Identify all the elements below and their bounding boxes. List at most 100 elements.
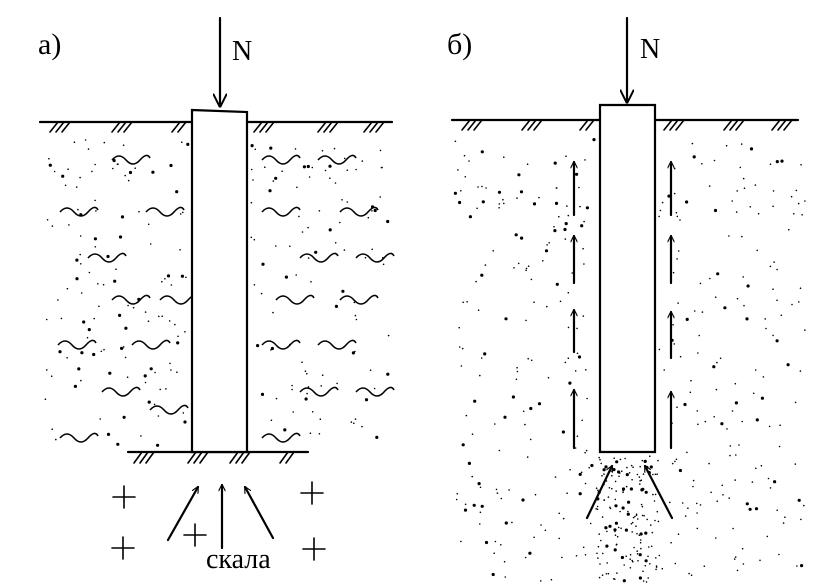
soil-dot [559,300,562,303]
soil-dot [583,220,585,223]
soil-dot [253,238,256,241]
soil-dot [602,468,606,472]
soil-dot [652,473,654,476]
soil-dot [170,369,172,371]
clay-wave [101,386,141,397]
soil-dot [601,475,603,477]
clay-wave [59,206,99,217]
soil-dot [775,160,779,164]
soil-dot [375,435,379,439]
soil-dot [127,304,129,307]
soil-dot [617,526,620,529]
soil-dot [498,203,501,205]
soil-dot [620,555,625,560]
soil-dot [281,170,283,172]
soil-dot [597,557,599,559]
soil-dot [578,492,582,496]
soil-dot [161,315,163,318]
soil-dot [644,564,647,567]
soil-dot [615,460,619,464]
soil-dot [185,276,187,279]
soil-dot [494,423,496,425]
soil-dot [639,541,642,544]
soil-dot [713,159,716,162]
soil-dot [633,546,635,549]
soil-dot [566,205,568,207]
soil-dot [790,195,793,198]
soil-dot [460,190,462,192]
soil-dot [333,147,336,150]
soil-dot [112,167,114,170]
soil-dot [661,201,664,204]
soil-dot [784,516,786,518]
soil-dot [582,546,585,549]
soil-dot [533,301,535,304]
soil-dot [354,314,357,317]
soil-dot [636,532,638,535]
soil-dot [654,493,657,496]
soil-dot [627,510,629,513]
soil-dot [373,387,376,390]
soil-dot [734,401,739,405]
soil-dot [574,370,577,372]
soil-dot [504,521,508,525]
soil-dot [115,268,117,271]
soil-dot [589,522,592,525]
soil-dot [768,425,771,428]
soil-dot [479,523,481,525]
soil-dot [495,488,498,491]
soil-dot [585,449,588,452]
soil-dot [647,555,649,558]
soil-dot [629,554,632,556]
soil-dot [554,476,557,478]
soil-dot [476,207,478,210]
soil-dot [638,476,641,478]
soil-dot [614,480,617,483]
soil-dot [742,177,745,180]
soil-dot [122,346,125,348]
soil-dot [295,274,298,276]
soil-dot [147,320,150,323]
soil-dot [480,504,484,508]
soil-dot [562,517,565,520]
soil-dot [522,410,525,413]
soil-dot [569,469,571,471]
soil-dot [621,506,625,510]
ground-hatch-b [461,119,793,131]
soil-dot [463,508,468,512]
clay-waves-a [57,154,395,443]
soil-dot [699,282,702,285]
soil-dot [302,165,306,169]
soil-dot [284,275,288,279]
soil-dot [113,279,117,283]
soil-dot [270,349,272,351]
soil-dot [673,343,675,345]
soil-dot [701,311,704,313]
soil-dot [503,156,505,158]
soil-dot [529,438,532,441]
soil-dot [648,546,650,548]
soil-dot [484,264,487,266]
soil-dot [797,498,801,502]
soil-dot [270,419,273,422]
soil-dot [525,267,528,270]
soil-dot [108,371,112,375]
soil-dot [742,276,744,278]
soil-dot [607,496,610,498]
soil-dot [517,173,521,177]
soil-dot [584,451,586,454]
soil-dot [343,157,346,160]
soil-dot [675,458,678,461]
soil-dot [575,172,579,176]
soil-dot [170,284,173,286]
soil-dot [565,155,567,157]
soil-dot [620,527,622,530]
soil-dot [756,249,758,252]
soil-dot [307,226,309,229]
soil-dot [563,227,567,232]
soil-dot [679,355,682,358]
soil-dot [715,388,718,391]
soil-dot [581,419,583,422]
soil-dot [721,484,723,487]
soil-dot [600,462,602,465]
